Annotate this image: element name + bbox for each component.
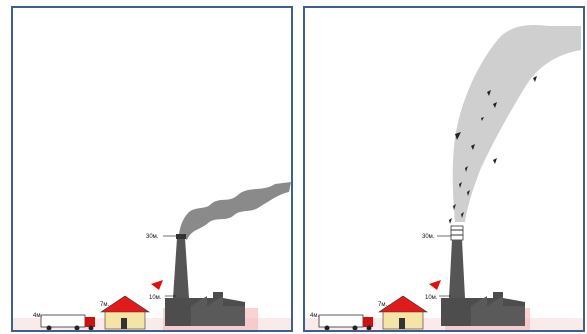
left-panel: 30м. 10м. 7м. 4м. — [11, 6, 293, 332]
truck-cab — [363, 317, 373, 327]
right-panel: 30м. 10м. 7м. 4м. — [303, 6, 585, 332]
wind-arrow-icon — [429, 280, 441, 290]
chimney — [173, 238, 189, 298]
right-scene: 30м. 10м. 7м. 4м. — [305, 8, 585, 332]
smoke-plume — [179, 182, 291, 240]
chimney-cap — [176, 234, 186, 239]
smoke-plume — [453, 25, 581, 222]
truck-wheel — [47, 326, 52, 331]
particle-icon — [533, 76, 537, 82]
truck-trailer — [41, 315, 85, 327]
label-10m: 10м. — [149, 295, 162, 301]
particle-icon — [493, 158, 497, 164]
label-30m: 30м. — [422, 234, 435, 240]
label-4m: 4м. — [33, 313, 42, 319]
label-7m: 7м. — [100, 302, 109, 308]
house-door — [121, 318, 127, 329]
truck-wheel — [325, 326, 330, 331]
truck-wheel — [89, 326, 94, 331]
label-4m: 4м. — [310, 313, 319, 319]
truck-wheel — [353, 326, 358, 331]
chimney-cap — [451, 226, 463, 240]
wind-arrow-icon — [151, 280, 163, 290]
truck-wheel — [75, 326, 80, 331]
house-door — [399, 318, 405, 329]
label-10m: 10м. — [425, 295, 438, 301]
label-7m: 7м. — [378, 302, 387, 308]
chimney — [449, 240, 465, 298]
truck-trailer — [319, 315, 363, 327]
label-30m: 30м. — [146, 234, 159, 240]
left-scene: 30м. 10м. 7м. 4м. — [13, 8, 293, 332]
truck-cab — [85, 317, 95, 327]
particle-icon — [449, 218, 452, 224]
truck-wheel — [367, 326, 372, 331]
